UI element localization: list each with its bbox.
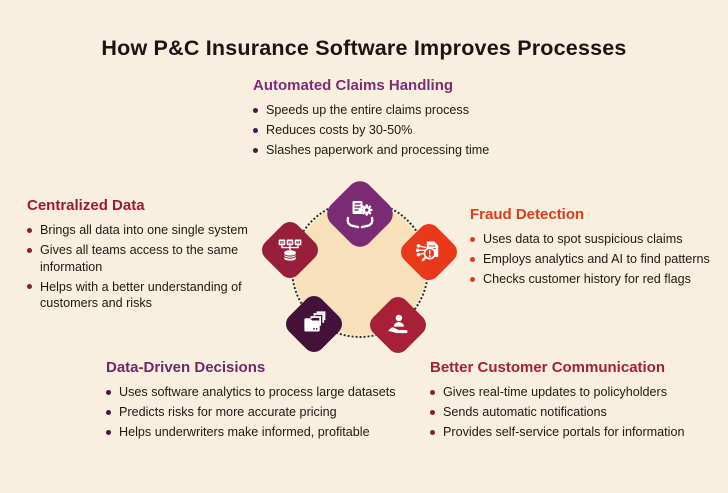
list-item: Gives real-time updates to policyholders bbox=[430, 384, 726, 401]
list-item: Helps with a better understanding of cus… bbox=[27, 279, 259, 312]
list-item: Gives all teams access to the same infor… bbox=[27, 242, 259, 275]
fraud-detection-diamond bbox=[396, 219, 462, 285]
bullet-dot-icon bbox=[430, 389, 435, 395]
bullet-dot-icon bbox=[430, 429, 435, 435]
section-automated-claims-handling: Automated Claims Handling Speeds up the … bbox=[253, 77, 505, 162]
bullet-dot-icon bbox=[27, 227, 32, 233]
bullet-text: Reduces costs by 30-50% bbox=[266, 123, 413, 137]
bullet-text: Helps with a better understanding of cus… bbox=[40, 279, 242, 311]
bullet-dot-icon bbox=[253, 107, 258, 113]
claims-diamond bbox=[321, 175, 399, 253]
section-heading: Centralized Data bbox=[27, 197, 145, 214]
bullet-list: Gives real-time updates to policyholders… bbox=[430, 384, 726, 441]
section-heading: Better Customer Communication bbox=[430, 359, 666, 376]
bullet-text: Gives all teams access to the same infor… bbox=[40, 243, 239, 274]
bullet-dot-icon bbox=[253, 127, 258, 133]
list-item: Checks customer history for red flags bbox=[470, 271, 722, 288]
servers-database-icon bbox=[276, 236, 304, 264]
list-item: Uses data to spot suspicious claims bbox=[470, 231, 722, 248]
data-folders-diamond bbox=[281, 291, 347, 357]
list-item: Slashes paperwork and processing time bbox=[253, 142, 505, 159]
list-item: Sends automatic notifications bbox=[430, 404, 726, 421]
list-item: Employs analytics and AI to find pattern… bbox=[470, 251, 722, 268]
bullet-dot-icon bbox=[106, 389, 111, 395]
bullet-text: Provides self-service portals for inform… bbox=[443, 425, 685, 439]
bullet-dot-icon bbox=[106, 409, 111, 415]
bullet-list: Uses software analytics to process large… bbox=[106, 384, 408, 441]
bullet-list: Brings all data into one single system G… bbox=[27, 222, 259, 312]
claims-document-gear-hands-icon bbox=[344, 198, 376, 230]
bullet-list: Speeds up the entire claims process Redu… bbox=[253, 102, 505, 159]
bullet-dot-icon bbox=[106, 429, 111, 435]
bullet-text: Employs analytics and AI to find pattern… bbox=[483, 252, 710, 266]
hand-holding-person-icon bbox=[384, 311, 412, 339]
customer-communication-diamond bbox=[365, 292, 431, 358]
list-item: Brings all data into one single system bbox=[27, 222, 259, 239]
bullet-dot-icon bbox=[470, 236, 475, 242]
bullet-text: Brings all data into one single system bbox=[40, 223, 248, 237]
fraud-magnifier-document-icon bbox=[415, 238, 443, 266]
section-heading: Fraud Detection bbox=[470, 206, 585, 223]
bullet-dot-icon bbox=[27, 247, 32, 253]
bullet-text: Uses data to spot suspicious claims bbox=[483, 232, 683, 246]
bullet-text: Checks customer history for red flags bbox=[483, 272, 691, 286]
bullet-text: Speeds up the entire claims process bbox=[266, 103, 470, 117]
bullet-text: Slashes paperwork and processing time bbox=[266, 143, 490, 157]
bullet-list: Uses data to spot suspicious claims Empl… bbox=[470, 231, 722, 288]
bullet-text: Sends automatic notifications bbox=[443, 405, 607, 419]
bullet-text: Uses software analytics to process large… bbox=[119, 385, 396, 399]
list-item: Reduces costs by 30-50% bbox=[253, 122, 505, 139]
section-heading: Data-Driven Decisions bbox=[106, 359, 266, 376]
centralized-data-diamond bbox=[257, 217, 323, 283]
list-item: Speeds up the entire claims process bbox=[253, 102, 505, 119]
list-item: Uses software analytics to process large… bbox=[106, 384, 408, 401]
section-centralized-data: Centralized Data Brings all data into on… bbox=[27, 197, 259, 315]
section-better-customer-communication: Better Customer Communication Gives real… bbox=[430, 359, 726, 444]
list-item: Predicts risks for more accurate pricing bbox=[106, 404, 408, 421]
section-data-driven-decisions: Data-Driven Decisions Uses software anal… bbox=[106, 359, 408, 444]
bullet-dot-icon bbox=[470, 276, 475, 282]
list-item: Provides self-service portals for inform… bbox=[430, 424, 726, 441]
bullet-dot-icon bbox=[27, 284, 32, 289]
stacked-folders-icon bbox=[300, 310, 328, 338]
bullet-dot-icon bbox=[470, 256, 475, 262]
section-heading: Automated Claims Handling bbox=[253, 77, 454, 94]
bullet-dot-icon bbox=[253, 147, 258, 153]
list-item: Helps underwriters make informed, profit… bbox=[106, 424, 408, 441]
bullet-text: Predicts risks for more accurate pricing bbox=[119, 405, 337, 419]
bullet-dot-icon bbox=[430, 409, 435, 415]
bullet-text: Gives real-time updates to policyholders bbox=[443, 385, 667, 399]
page-title: How P&C Insurance Software Improves Proc… bbox=[101, 36, 627, 61]
bullet-text: Helps underwriters make informed, profit… bbox=[119, 425, 370, 439]
section-fraud-detection: Fraud Detection Uses data to spot suspic… bbox=[470, 206, 722, 291]
